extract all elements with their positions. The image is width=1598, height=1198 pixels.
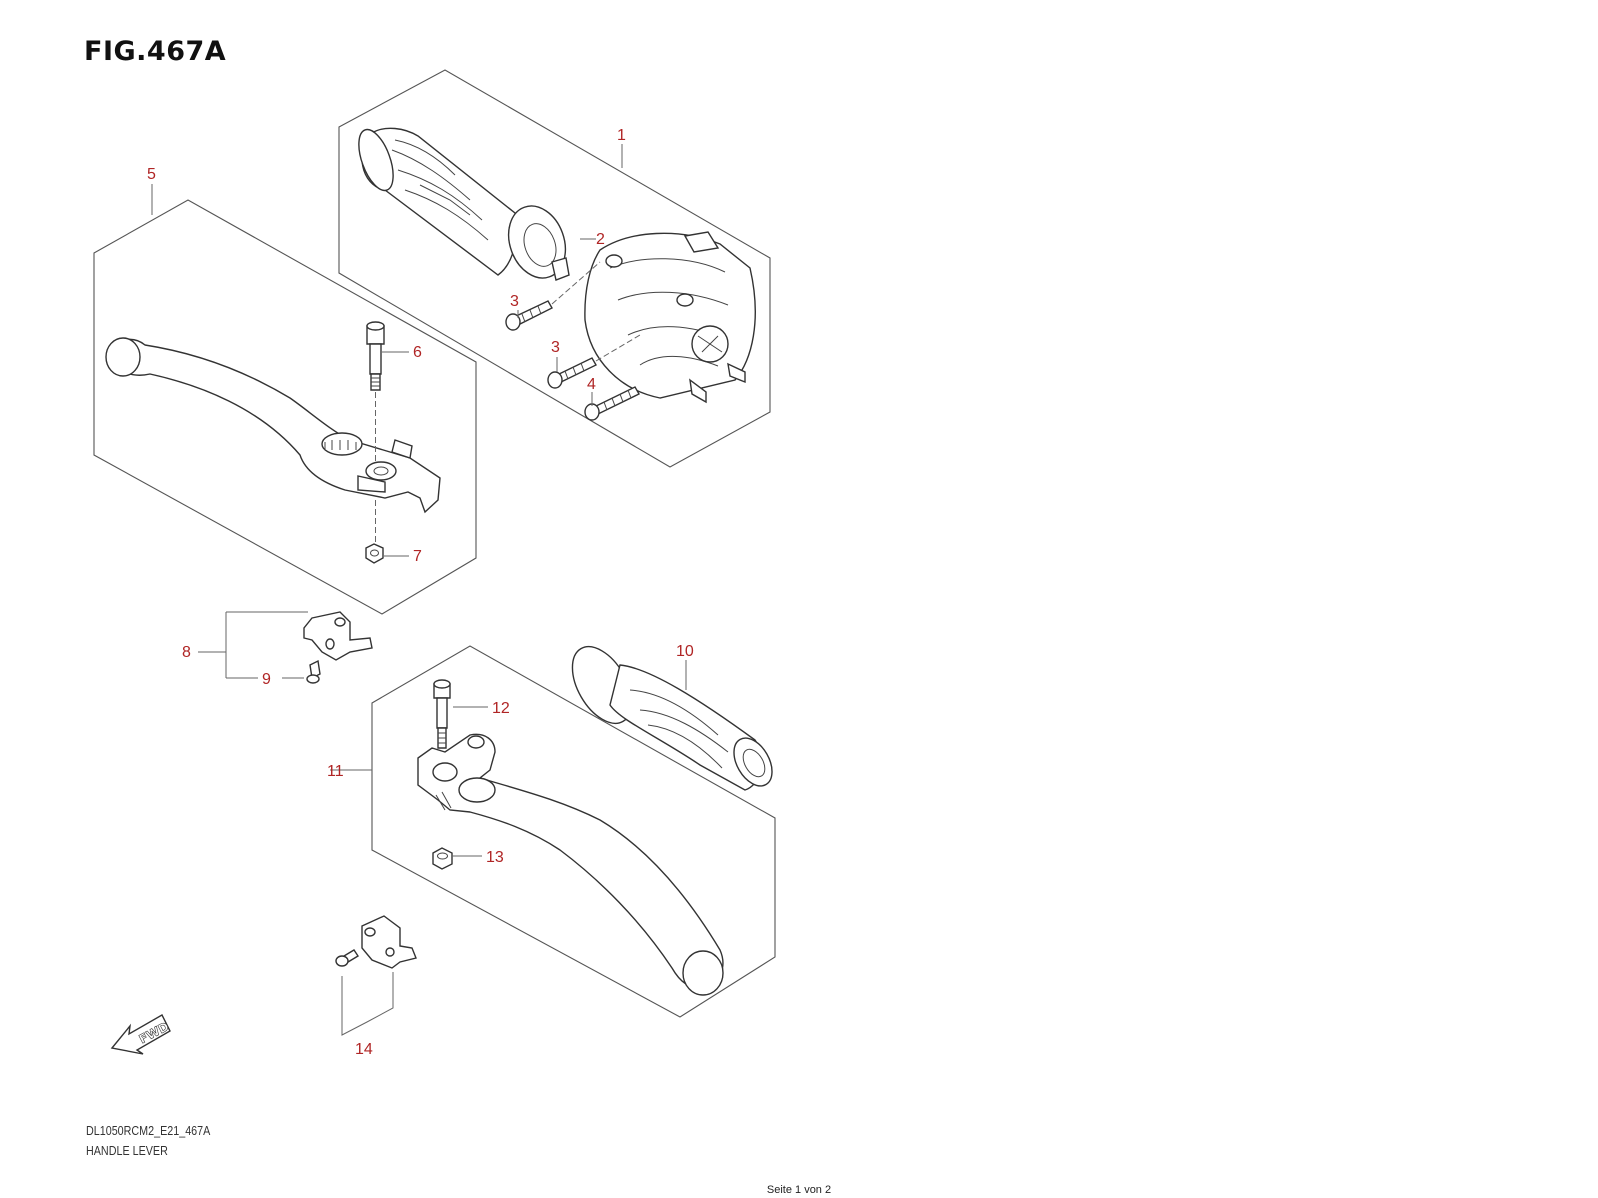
clutch-switch-14[interactable]	[361, 915, 417, 969]
callout-5: 5	[147, 166, 156, 183]
screw-3-upper[interactable]	[505, 300, 553, 331]
figure-caption: HANDLE LEVER	[86, 1144, 168, 1158]
model-code: DL1050RCM2_E21_467A	[86, 1124, 211, 1138]
callout-2: 2	[596, 231, 605, 248]
callout-11: 11	[327, 763, 344, 780]
callout-10: 10	[676, 643, 694, 660]
callout-13: 13	[486, 849, 504, 866]
fwd-arrow-icon: FWD	[110, 1014, 171, 1055]
callout-8: 8	[182, 644, 191, 661]
clutch-lever[interactable]	[417, 733, 724, 996]
callout-9: 9	[262, 671, 271, 688]
callout-14: 14	[355, 1041, 373, 1058]
callout-6: 6	[413, 344, 422, 361]
callout-4: 4	[587, 376, 596, 393]
frame-brake-lever-assembly	[93, 199, 477, 615]
callout-12: 12	[492, 700, 510, 717]
throttle-grip[interactable]	[352, 125, 575, 286]
screw-4[interactable]	[584, 386, 640, 421]
throttle-housing[interactable]	[584, 231, 756, 404]
screw-3-lower[interactable]	[547, 357, 597, 389]
brake-light-switch-8[interactable]	[303, 611, 373, 661]
callout-3-lower: 3	[551, 339, 560, 356]
page-footer: Seite 1 von 2	[766, 1184, 832, 1196]
brake-lever[interactable]	[105, 337, 441, 514]
callout-3-upper: 3	[510, 293, 519, 310]
pivot-bolt-6[interactable]	[366, 321, 385, 391]
screw-9[interactable]	[306, 659, 321, 684]
frame-clutch-lever-assembly	[371, 645, 776, 1018]
nut-13[interactable]	[432, 847, 453, 870]
nut-7[interactable]	[365, 543, 384, 564]
callout-1: 1	[617, 127, 626, 144]
left-grip[interactable]	[560, 637, 780, 793]
figure-title: FIG.467A	[84, 36, 227, 67]
frame-throttle-assembly	[338, 69, 771, 468]
screw-14[interactable]	[335, 949, 359, 967]
pivot-bolt-12[interactable]	[433, 679, 451, 749]
callout-7: 7	[413, 548, 422, 565]
